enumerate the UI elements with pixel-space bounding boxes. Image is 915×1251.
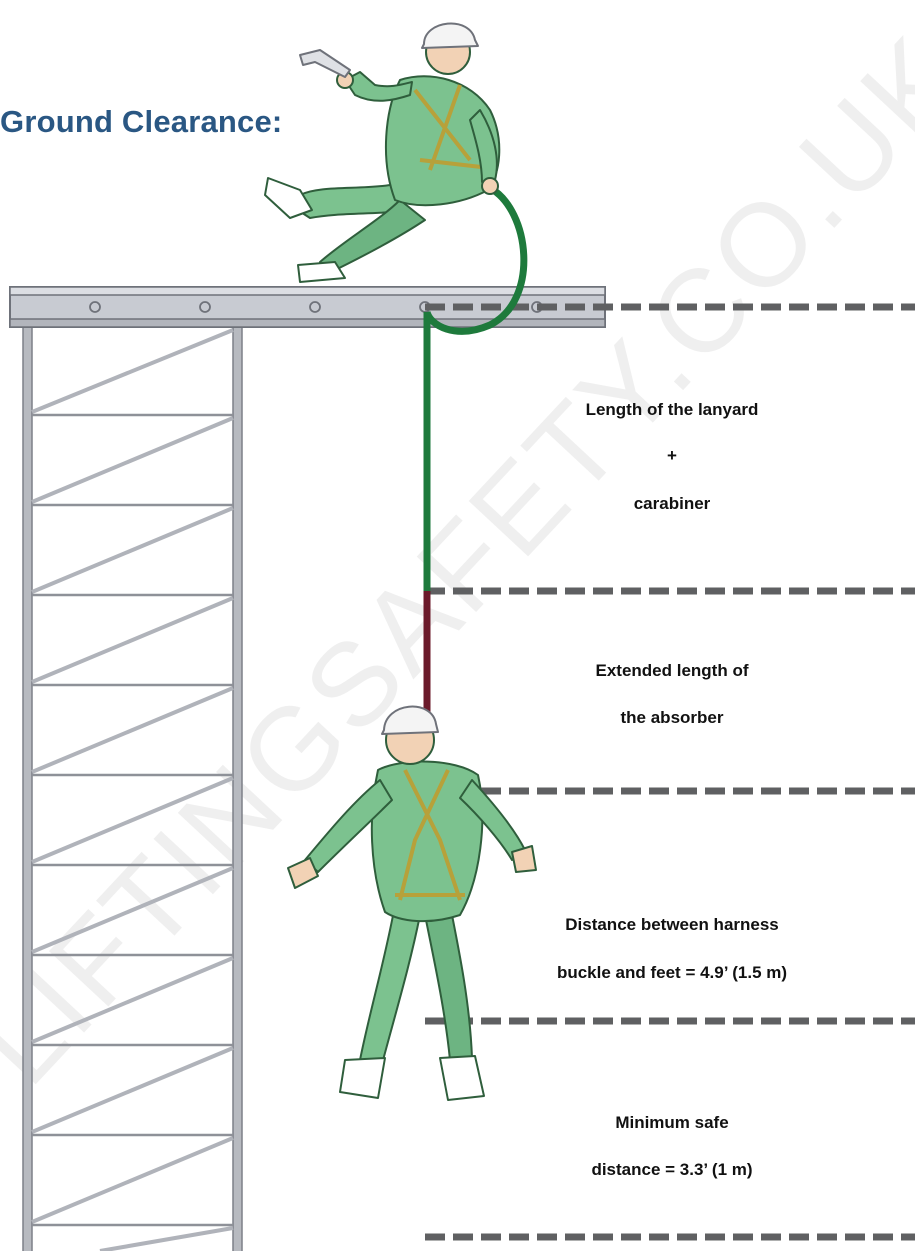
seated-worker-icon (264, 22, 501, 283)
level-lines (425, 303, 915, 1241)
scaffold-tower-icon (9, 286, 606, 1251)
safe-distance-label-line1: Minimum safe (615, 1113, 729, 1132)
suspended-worker-icon (287, 705, 537, 1101)
lanyard-plus-label: + (667, 446, 677, 465)
safe-distance-label-line2: distance = 3.3’ (1 m) (591, 1160, 753, 1179)
absorber-label-line2: the absorber (620, 708, 724, 727)
harness-distance-label-line1: Distance between harness (565, 915, 779, 934)
harness-distance-label-line2: buckle and feet = 4.9’ (1.5 m) (556, 963, 788, 982)
carabiner-label: carabiner (633, 494, 711, 513)
lanyard-length-label: Length of the lanyard (585, 400, 759, 419)
absorber-label-line1: Extended length of (595, 661, 749, 680)
lanyard-loop (423, 184, 528, 335)
page-title: Ground Clearance: (0, 104, 283, 139)
